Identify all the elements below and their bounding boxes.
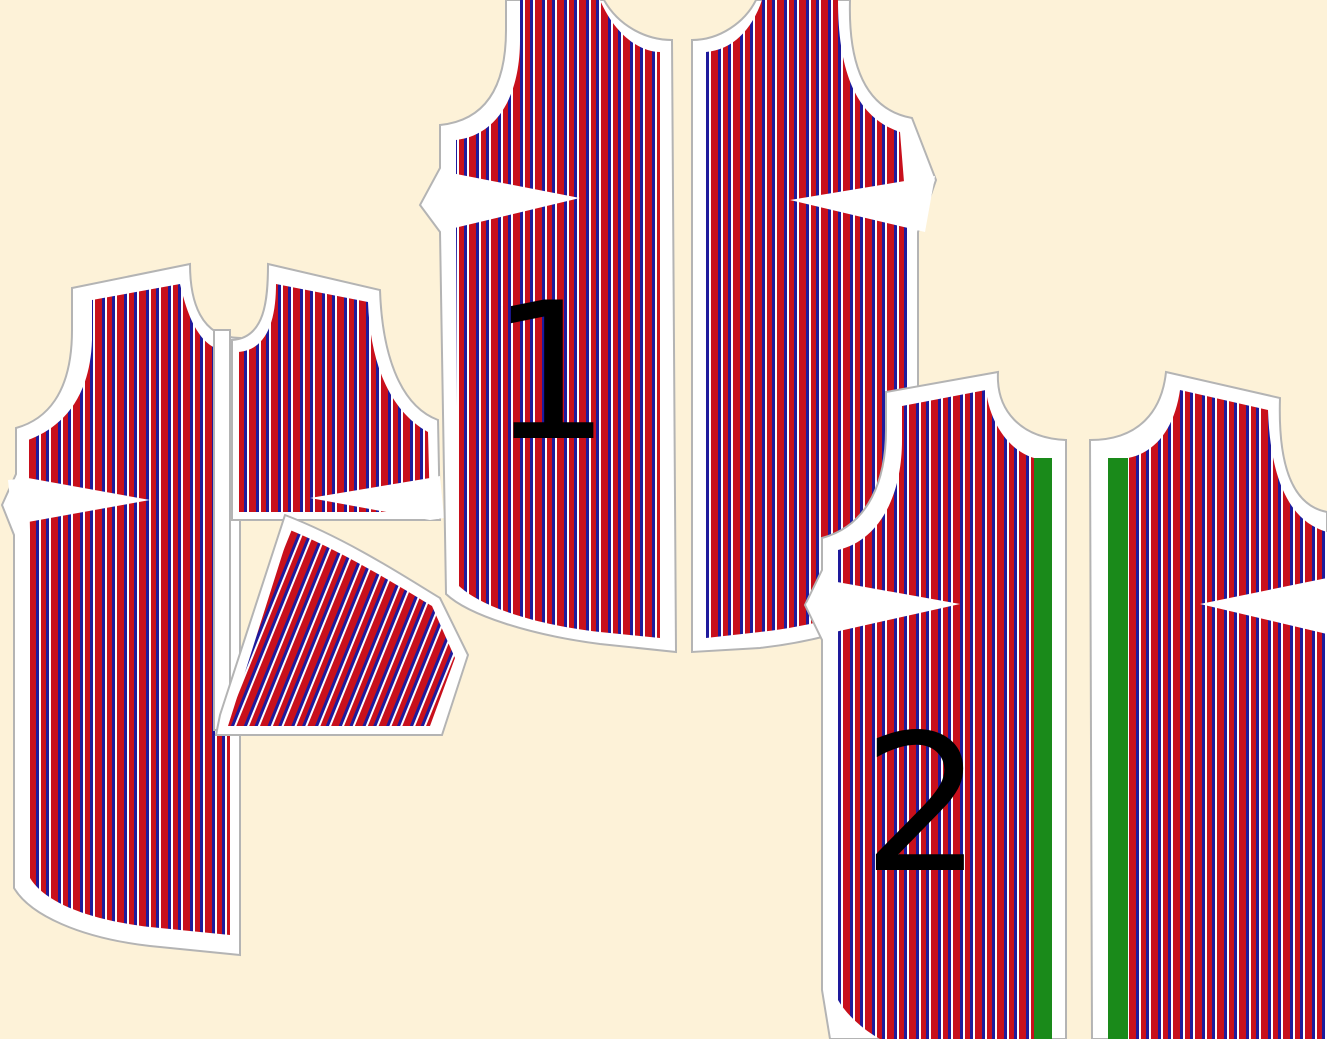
layout-two-left-placket [1034, 458, 1052, 1039]
left-layout-center-gap [214, 330, 230, 730]
layout-one-number-label: 1 [490, 262, 611, 483]
layout-two-number-label: 2 [862, 694, 983, 915]
layout-two: 2 [805, 372, 1327, 1039]
layout-two-right-placket [1108, 458, 1128, 1039]
